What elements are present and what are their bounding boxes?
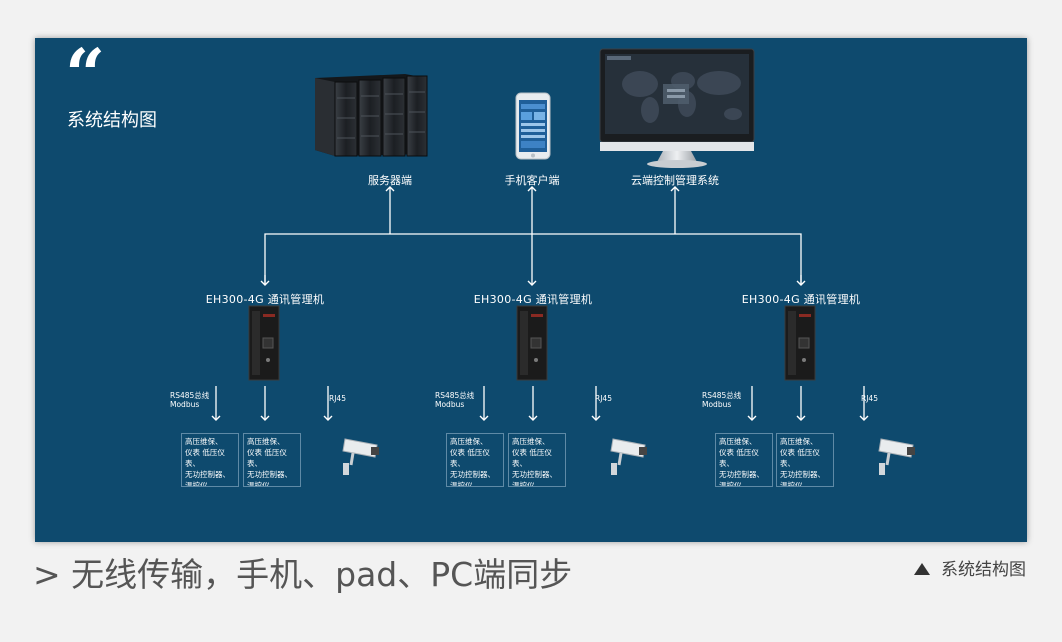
- device-box: 高压维保、 仪表 低压仪表、 无功控制器、 温控仪...: [181, 433, 239, 487]
- gateway-label: EH300-4G 通讯管理机: [205, 293, 325, 306]
- device-box: 高压维保、 仪表 低压仪表、 无功控制器、 温控仪...: [715, 433, 773, 487]
- device-box: 高压维保、 仪表 低压仪表、 无功控制器、 温控仪...: [508, 433, 566, 487]
- down-arrows: [211, 386, 333, 421]
- caption-text: > 无线传输，手机、pad、PC端同步: [33, 555, 573, 594]
- camera-icon: [610, 438, 647, 475]
- down-arrows: [479, 386, 601, 421]
- server-label: 服务器端: [368, 174, 412, 187]
- rj45-label: RJ45: [595, 394, 612, 403]
- quote-mark: “: [65, 38, 106, 116]
- camera-icon: [342, 438, 379, 475]
- bus-label: RS485总线 Modbus: [435, 391, 475, 409]
- gateway-group: [211, 305, 915, 475]
- diagram-canvas: [211, 48, 915, 475]
- mobile-label: 手机客户端: [504, 174, 560, 187]
- diagram-panel: “ 系统结构图 服务器端 手机客户端 云端控制管理系统 EH300-4G 通讯管…: [35, 38, 1027, 542]
- gateway-label: EH300-4G 通讯管理机: [473, 293, 593, 306]
- bus-label: RS485总线 Modbus: [170, 391, 210, 409]
- caption-right: 系统结构图: [913, 555, 1026, 580]
- server-rack-icon: [315, 74, 428, 157]
- camera-icon: [878, 438, 915, 475]
- mobile-phone-icon: [515, 92, 551, 160]
- panel-title: 系统结构图: [67, 110, 157, 131]
- gateway-device-icon: [516, 305, 548, 381]
- bus-label: RS485总线 Modbus: [702, 391, 742, 409]
- gateway-label: EH300-4G 通讯管理机: [741, 293, 861, 306]
- monitor-icon: [599, 48, 755, 168]
- connection-lines: [260, 186, 806, 286]
- rj45-label: RJ45: [329, 394, 346, 403]
- device-box: 高压维保、 仪表 低压仪表、 无功控制器、 温控仪...: [243, 433, 301, 487]
- device-box: 高压维保、 仪表 低压仪表、 无功控制器、 温控仪...: [446, 433, 504, 487]
- device-box: 高压维保、 仪表 低压仪表、 无功控制器、 温控仪...: [776, 433, 834, 487]
- cloud-system-label: 云端控制管理系统: [631, 174, 719, 187]
- gateway-device-icon: [248, 305, 280, 381]
- triangle-up-icon: [914, 563, 930, 575]
- down-arrows: [747, 386, 869, 421]
- rj45-label: RJ45: [861, 394, 878, 403]
- caption-right-label: 系统结构图: [941, 560, 1026, 580]
- gateway-device-icon: [784, 305, 816, 381]
